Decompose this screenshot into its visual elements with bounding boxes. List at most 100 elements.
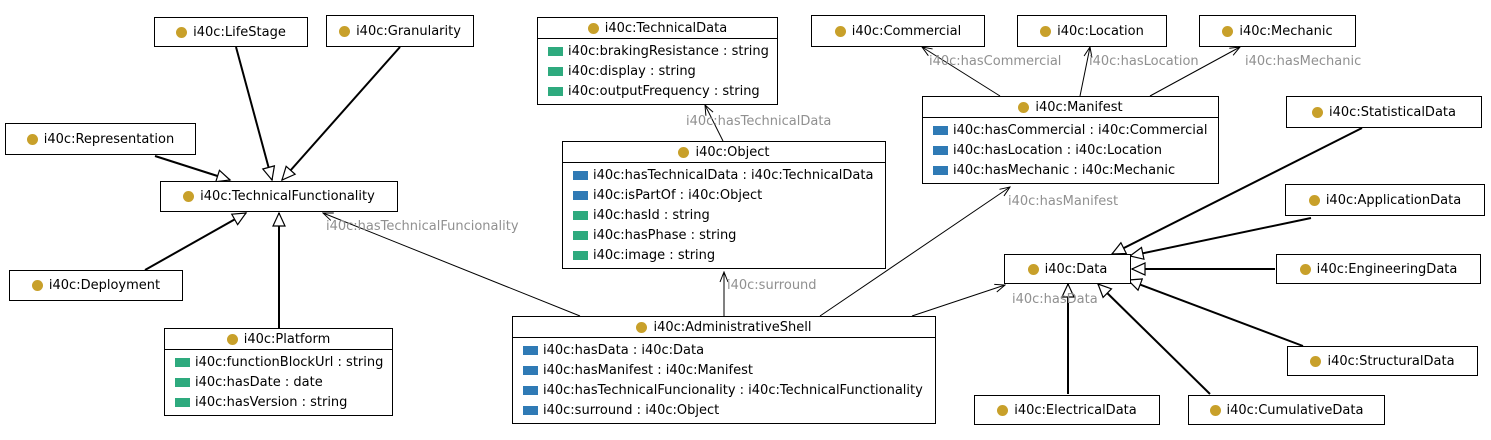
- class-name: i40c:Deployment: [48, 278, 161, 293]
- datatype-property-icon: [548, 46, 563, 56]
- datatype-property: i40c:image : string: [563, 245, 885, 265]
- relation-edge-haslocation: [1079, 47, 1090, 97]
- class-technicalfunctionality[interactable]: i40c:TechnicalFunctionality: [160, 181, 398, 212]
- class-icon: [226, 333, 238, 345]
- subclass-edge-granularity: [281, 46, 401, 182]
- class-applicationdata[interactable]: i40c:ApplicationData: [1285, 184, 1485, 216]
- datatype-property-icon: [175, 357, 190, 367]
- subclass-edge-cumulativedata: [1096, 282, 1211, 395]
- class-name: i40c:StructuralData: [1327, 353, 1455, 369]
- class-name: i40c:TechnicalFunctionality: [200, 189, 375, 204]
- datatype-property-icon: [573, 230, 588, 240]
- class-icon: [636, 321, 648, 333]
- class-icon: [1222, 25, 1234, 37]
- class-icon: [587, 22, 599, 34]
- datatype-property: i40c:outputFrequency : string: [538, 81, 777, 101]
- class-commercial[interactable]: i40c:Commercial: [811, 15, 985, 47]
- object-property: i40c:hasTechnicalFuncionality : i40c:Tec…: [513, 380, 935, 400]
- object-property-icon: [933, 165, 948, 175]
- class-name: i40c:Manifest: [1035, 99, 1123, 115]
- class-icon: [1018, 101, 1030, 113]
- class-mechanic[interactable]: i40c:Mechanic: [1199, 15, 1356, 47]
- object-property: i40c:hasData : i40c:Data: [513, 340, 935, 360]
- class-cumulativedata[interactable]: i40c:CumulativeData: [1188, 395, 1385, 425]
- class-name: i40c:Granularity: [356, 23, 461, 39]
- class-icon: [1310, 355, 1322, 367]
- class-icon: [176, 26, 188, 38]
- relation-edge-hastechnicalfuncionality: [323, 213, 581, 317]
- edge-label-hascommercial: i40c:hasCommercial: [929, 54, 1062, 69]
- object-property-icon: [523, 405, 538, 415]
- datatype-property-icon: [175, 377, 190, 387]
- class-name: i40c:EngineeringData: [1316, 261, 1458, 277]
- edge-label-hastechnicaldata: i40c:hasTechnicalData: [686, 114, 832, 129]
- object-property-icon: [573, 170, 588, 180]
- class-icon: [31, 280, 43, 291]
- class-name: i40c:CumulativeData: [1226, 402, 1364, 418]
- object-property-icon: [523, 365, 538, 375]
- subclass-edge-applicationdata: [1128, 217, 1312, 260]
- class-name: i40c:Commercial: [851, 23, 962, 39]
- datatype-property: i40c:hasDate : date: [165, 372, 392, 392]
- class-lifestage[interactable]: i40c:LifeStage: [154, 17, 308, 47]
- edge-label-hastechnicalfuncionality: i40c:hasTechnicalFuncionality: [326, 219, 519, 234]
- datatype-property: i40c:hasVersion : string: [165, 392, 392, 412]
- class-icon: [997, 404, 1009, 416]
- datatype-property: i40c:hasId : string: [563, 205, 885, 225]
- class-name: i40c:Representation: [43, 131, 175, 147]
- class-administrativeshell[interactable]: i40c:AdministrativeShell i40c:hasData : …: [512, 316, 936, 424]
- class-name: i40c:LifeStage: [193, 24, 286, 40]
- relation-edge-hasmechanic: [1149, 47, 1240, 97]
- class-deployment[interactable]: i40c:Deployment: [9, 270, 183, 301]
- subclass-edge-statisticaldata: [1110, 127, 1363, 255]
- class-object[interactable]: i40c:Object i40c:hasTechnicalData : i40c…: [562, 141, 886, 269]
- datatype-property: i40c:hasPhase : string: [563, 225, 885, 245]
- object-property-icon: [523, 385, 538, 395]
- class-engineeringdata[interactable]: i40c:EngineeringData: [1276, 254, 1481, 284]
- relation-edge-hasmanifest: [819, 187, 1010, 317]
- subclass-edge-lifestage: [235, 46, 276, 182]
- class-icon: [26, 133, 38, 145]
- object-property: i40c:hasTechnicalData : i40c:TechnicalDa…: [563, 165, 885, 185]
- datatype-property: i40c:display : string: [538, 61, 777, 81]
- edge-label-surround: i40c:surround: [727, 278, 817, 293]
- class-name: i40c:Object: [695, 144, 770, 160]
- object-property-icon: [573, 190, 588, 200]
- class-granularity[interactable]: i40c:Granularity: [326, 15, 474, 47]
- class-statisticaldata[interactable]: i40c:StatisticalData: [1286, 96, 1482, 128]
- edge-label-hasmechanic: i40c:hasMechanic: [1245, 54, 1362, 69]
- class-icon: [1308, 194, 1320, 206]
- class-icon: [678, 146, 690, 158]
- class-icon: [1299, 263, 1311, 275]
- class-name: i40c:Platform: [243, 331, 331, 347]
- class-icon: [834, 25, 846, 37]
- subclass-edge-representation: [154, 155, 232, 183]
- datatype-property-icon: [548, 66, 563, 76]
- class-data[interactable]: i40c:Data: [1004, 254, 1131, 284]
- class-icon: [339, 25, 351, 37]
- subclass-edge-structuraldata: [1126, 278, 1304, 347]
- relation-edge-hasdata: [911, 285, 1005, 317]
- class-technicaldata[interactable]: i40c:TechnicalData i40c:brakingResistanc…: [537, 17, 778, 105]
- class-name: i40c:ElectricalData: [1014, 402, 1137, 418]
- class-manifest[interactable]: i40c:Manifest i40c:hasCommercial : i40c:…: [922, 96, 1219, 184]
- object-property: i40c:hasLocation : i40c:Location: [923, 140, 1218, 160]
- class-location[interactable]: i40c:Location: [1017, 15, 1167, 47]
- object-property: i40c:surround : i40c:Object: [513, 400, 935, 420]
- class-electricaldata[interactable]: i40c:ElectricalData: [974, 395, 1160, 425]
- class-platform[interactable]: i40c:Platform i40c:functionBlockUrl : st…: [164, 328, 393, 416]
- object-property-icon: [523, 345, 538, 355]
- datatype-property: i40c:brakingResistance : string: [538, 41, 777, 61]
- class-icon: [183, 191, 195, 202]
- datatype-property-icon: [573, 210, 588, 220]
- subclass-edge-deployment: [144, 212, 248, 271]
- class-representation[interactable]: i40c:Representation: [5, 123, 196, 155]
- class-name: i40c:StatisticalData: [1329, 104, 1456, 120]
- object-property: i40c:isPartOf : i40c:Object: [563, 185, 885, 205]
- object-property: i40c:hasManifest : i40c:Manifest: [513, 360, 935, 380]
- class-structuraldata[interactable]: i40c:StructuralData: [1287, 346, 1478, 376]
- edge-label-haslocation: i40c:hasLocation: [1089, 54, 1199, 69]
- datatype-property-icon: [548, 86, 563, 96]
- object-property-icon: [933, 145, 948, 155]
